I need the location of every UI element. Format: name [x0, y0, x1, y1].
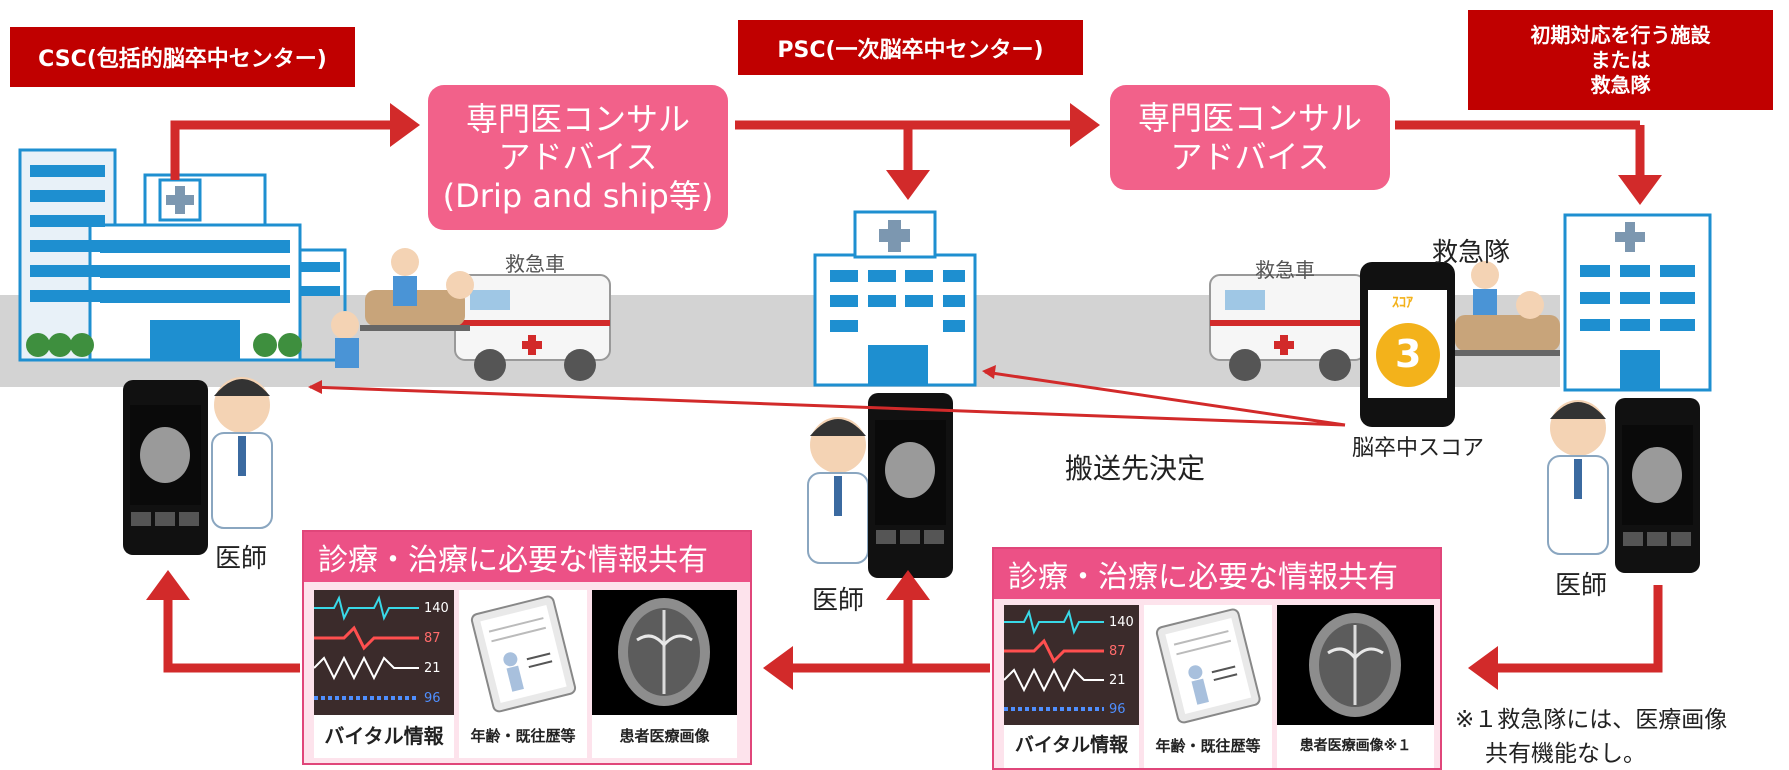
- info-share-title-left: 診療・治療に必要な情報共有: [304, 532, 750, 582]
- doctor-right-figure: [1547, 400, 1609, 555]
- initial-facility-line2: または: [1590, 47, 1651, 72]
- vitals-monitor-icon: 140 87 21 96: [313, 590, 454, 715]
- brain-scan-icon: [592, 590, 737, 715]
- vital-value-3: 21: [1109, 673, 1126, 688]
- consult-left-line1: 専門医コンサル: [465, 99, 690, 138]
- doctor-left-label: 医師: [215, 544, 268, 574]
- csc-hospital-building: [18, 148, 347, 362]
- vitals-caption-right: バイタル情報: [1014, 734, 1129, 756]
- history-caption-left: 年齢・既往歴等: [470, 727, 576, 745]
- history-tile-right: 年齢・既往歴等: [1144, 605, 1272, 768]
- vital-value-1: 140: [424, 601, 449, 616]
- consult-left-line3: (Drip and ship等): [442, 176, 714, 215]
- doctor-left-figure: [211, 377, 273, 529]
- stretcher-team-left: [331, 248, 474, 368]
- image-tile-right: 患者医療画像※１: [1277, 605, 1434, 768]
- consult-box-right: 専門医コンサル アドバイス: [1110, 85, 1390, 190]
- stretcher-team-right: [1450, 261, 1560, 356]
- history-caption-right: 年齢・既往歴等: [1155, 737, 1261, 755]
- smartphone-center: [868, 393, 953, 578]
- vitals-caption-left: バイタル情報: [324, 724, 444, 748]
- initial-facility-line1: 初期対応を行う施設: [1530, 22, 1711, 47]
- top-arrowheads: [390, 103, 1662, 205]
- destination-line-to-psc: [984, 370, 1346, 427]
- brain-scan-icon: [1277, 605, 1434, 725]
- info-share-title-right: 診療・治療に必要な情報共有: [994, 549, 1440, 599]
- psc-label-text: PSC(一次脳卒中センター): [777, 37, 1044, 63]
- image-caption-right: 患者医療画像※１: [1299, 738, 1412, 754]
- consult-left-line2: アドバイス: [498, 138, 658, 177]
- footnote-line2: 共有機能なし。: [1485, 741, 1646, 767]
- image-tile-left: 患者医療画像: [592, 590, 737, 758]
- vital-value-3: 21: [424, 661, 441, 676]
- info-share-panel-right: 診療・治療に必要な情報共有 140 87 21 96 バイタル情報: [992, 547, 1442, 770]
- score-screen-title: ｽｺｱ: [1392, 295, 1413, 311]
- destination-arrowhead-psc: [982, 365, 996, 379]
- bottom-flow-arrows: [163, 585, 1663, 673]
- ems-team-label: 救急隊: [1432, 238, 1511, 268]
- destination-line-to-csc: [309, 385, 1346, 427]
- info-share-panel-left: 診療・治療に必要な情報共有 140 87 21 96 バイタル情報: [302, 530, 752, 765]
- doctor-right-label: 医師: [1555, 571, 1608, 601]
- vital-value-2: 87: [424, 631, 441, 646]
- initial-facility-building: [1563, 213, 1712, 392]
- initial-facility-label: 初期対応を行う施設 または 救急隊: [1468, 10, 1773, 110]
- stroke-score-label: 脳卒中スコア: [1352, 436, 1485, 461]
- ambulance-right: [1209, 274, 1366, 381]
- vitals-tile-right: 140 87 21 96 バイタル情報: [1003, 605, 1139, 768]
- smartphone-right: [1615, 398, 1700, 573]
- csc-label-text: CSC(包括的脳卒中センター): [38, 47, 327, 72]
- destination-arrowhead-csc: [308, 380, 322, 394]
- vital-value-4: 96: [1109, 702, 1126, 717]
- psc-hospital-building: [813, 210, 977, 387]
- image-caption-left: 患者医療画像: [619, 727, 710, 745]
- tablet-record-icon: [470, 595, 577, 713]
- consult-box-left: 専門医コンサル アドバイス (Drip and ship等): [428, 85, 728, 230]
- ambulance-left-label: 救急車: [505, 252, 565, 276]
- smartphone-left: [123, 380, 208, 555]
- vital-value-1: 140: [1109, 615, 1134, 630]
- consult-right-line2: アドバイス: [1170, 137, 1330, 176]
- vital-value-2: 87: [1109, 644, 1126, 659]
- score-value: 3: [1395, 332, 1422, 376]
- psc-label: PSC(一次脳卒中センター): [738, 20, 1083, 75]
- destination-decision-label: 搬送先決定: [1065, 452, 1206, 485]
- doctor-center-figure: [807, 417, 869, 564]
- csc-label: CSC(包括的脳卒中センター): [10, 27, 355, 87]
- vitals-tile-left: 140 87 21 96 バイタル情報: [313, 590, 454, 758]
- tablet-record-icon: [1155, 608, 1261, 724]
- bottom-arrowheads: [146, 570, 1498, 690]
- consult-right-line1: 専門医コンサル: [1137, 99, 1362, 138]
- vital-value-4: 96: [424, 691, 441, 706]
- footnote-line1: ※１救急隊には、医療画像: [1455, 707, 1728, 733]
- initial-facility-line3: 救急隊: [1590, 72, 1651, 97]
- history-tile-left: 年齢・既往歴等: [459, 590, 587, 758]
- vitals-monitor-icon: 140 87 21 96: [1003, 605, 1139, 725]
- doctor-center-label: 医師: [812, 586, 865, 616]
- ambulance-right-label: 救急車: [1255, 258, 1315, 282]
- smartphone-score: [1360, 262, 1455, 427]
